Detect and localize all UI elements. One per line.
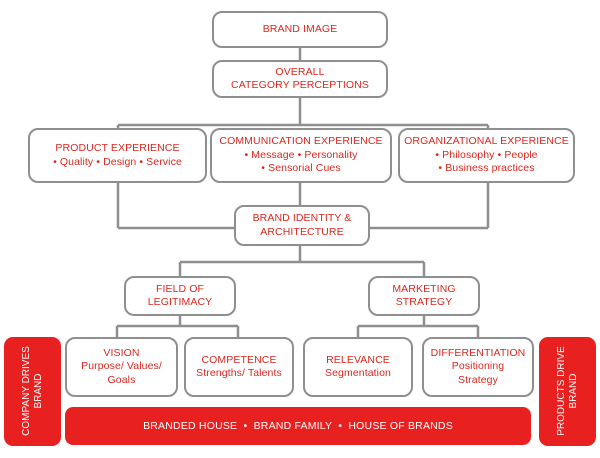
- competence-box: COMPETENCE Strengths/ Talents: [184, 337, 294, 397]
- relevance-line-2: Segmentation: [325, 367, 391, 379]
- organizational-experience-items-1: • Philosophy • People: [435, 148, 538, 161]
- product-experience-title: PRODUCT EXPERIENCE: [55, 142, 180, 154]
- category-perceptions-line-1: OVERALL: [275, 65, 325, 78]
- field-of-legitimacy-line-1: FIELD OF: [155, 282, 205, 295]
- brand-image-box: BRAND IMAGE: [212, 11, 388, 48]
- marketing-strategy-box: MARKETING STRATEGY: [368, 276, 480, 316]
- brand-architecture-bar-text: BRANDED HOUSE • BRAND FAMILY • HOUSE OF …: [143, 420, 453, 432]
- communication-experience-items-2: • Sensorial Cues: [261, 162, 341, 175]
- products-drive-brand-line-2: BRAND: [568, 373, 579, 409]
- vision-line-2: Purpose/ Values/: [81, 360, 162, 373]
- products-drive-brand-line-1: PRODUCTS DRIVE: [556, 346, 567, 436]
- field-of-legitimacy-line-2: LEGITIMACY: [147, 296, 213, 308]
- vision-line-3: Goals: [107, 373, 136, 386]
- differentiation-box: DIFFERENTIATION Positioning Strategy: [422, 337, 534, 397]
- organizational-experience-title: ORGANIZATIONAL EXPERIENCE: [404, 135, 569, 148]
- communication-experience-items-1: • Message • Personality: [244, 148, 358, 161]
- differentiation-line-3: Strategy: [458, 373, 498, 386]
- differentiation-line-2: Positioning: [451, 360, 505, 373]
- field-of-legitimacy-box: FIELD OF LEGITIMACY: [124, 276, 236, 316]
- products-drive-brand-label: PRODUCTS DRIVE BRAND: [556, 336, 580, 446]
- brand-identity-line-2: ARCHITECTURE: [260, 225, 344, 238]
- products-drive-brand-block: PRODUCTS DRIVE BRAND: [539, 337, 596, 446]
- product-experience-items: • Quality • Design • Service: [53, 155, 182, 168]
- company-drives-brand-line-1: COMPANY DRIVES: [21, 346, 32, 436]
- brand-image-title: BRAND IMAGE: [262, 22, 338, 35]
- category-perceptions-line-2: CATEGORY PERCEPTIONS: [231, 79, 369, 91]
- company-drives-brand-label: COMPANY DRIVES BRAND: [21, 336, 45, 446]
- organizational-experience-box: ORGANIZATIONAL EXPERIENCE • Philosophy •…: [398, 128, 575, 183]
- marketing-strategy-line-2: STRATEGY: [395, 296, 453, 308]
- relevance-title: RELEVANCE: [326, 353, 390, 366]
- organizational-experience-items-2: • Business practices: [438, 162, 535, 175]
- relevance-box: RELEVANCE Segmentation: [303, 337, 413, 397]
- communication-experience-box: COMMUNICATION EXPERIENCE • Message • Per…: [210, 128, 392, 183]
- vision-box: VISION Purpose/ Values/ Goals: [65, 337, 178, 397]
- competence-title: COMPETENCE: [201, 353, 277, 366]
- company-drives-brand-block: COMPANY DRIVES BRAND: [4, 337, 61, 446]
- brand-identity-line-1: BRAND IDENTITY &: [252, 212, 352, 224]
- marketing-strategy-line-1: MARKETING: [392, 282, 456, 295]
- company-drives-brand-line-2: BRAND: [33, 373, 44, 409]
- brand-architecture-bar: BRANDED HOUSE • BRAND FAMILY • HOUSE OF …: [65, 407, 531, 445]
- competence-line-2: Strengths/ Talents: [196, 367, 282, 379]
- vision-title: VISION: [103, 346, 140, 359]
- category-perceptions-box: OVERALL CATEGORY PERCEPTIONS: [212, 60, 388, 98]
- communication-experience-title: COMMUNICATION EXPERIENCE: [219, 135, 383, 148]
- product-experience-box: PRODUCT EXPERIENCE • Quality • Design • …: [28, 128, 207, 183]
- differentiation-title: DIFFERENTIATION: [430, 346, 526, 359]
- brand-identity-box: BRAND IDENTITY & ARCHITECTURE: [234, 205, 370, 246]
